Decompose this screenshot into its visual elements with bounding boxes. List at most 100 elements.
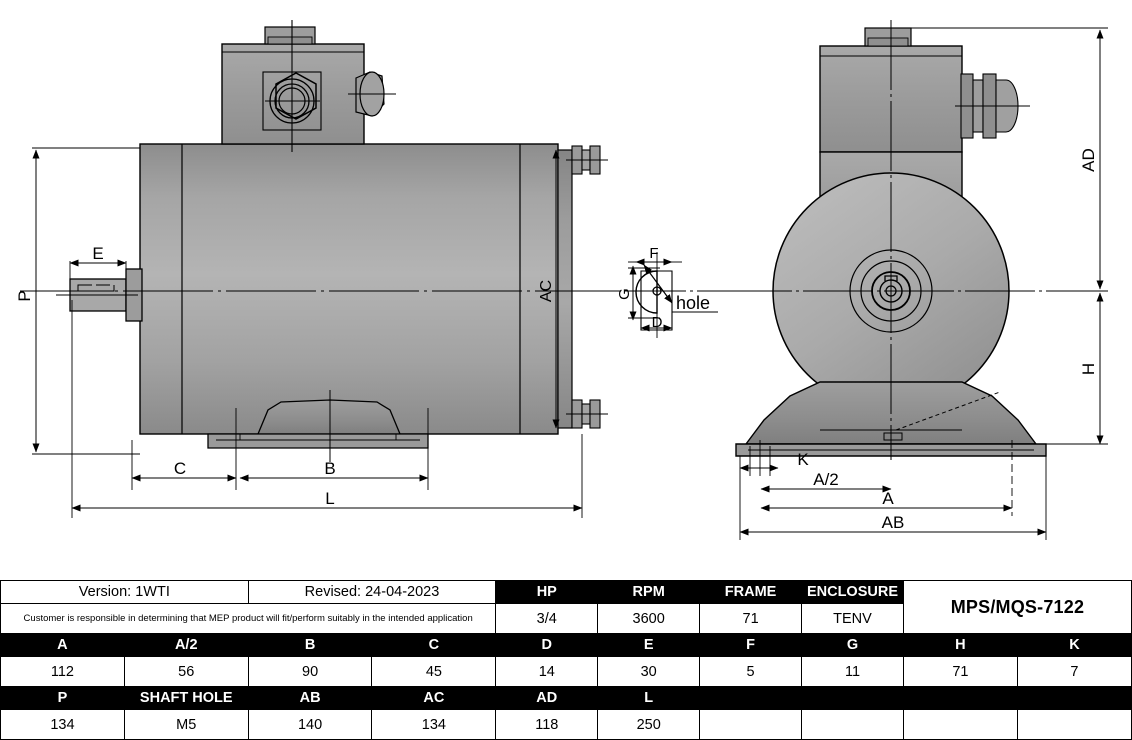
header-e: E bbox=[597, 633, 701, 658]
header-a-half: A/2 bbox=[123, 633, 249, 658]
dimension-label-A-half: A/2 bbox=[813, 470, 839, 489]
table-row-dim-headers-2: P SHAFT HOLE AB AC AD L bbox=[0, 686, 1132, 711]
value-ac: 134 bbox=[371, 709, 497, 740]
header-enclosure: ENCLOSURE bbox=[801, 579, 904, 605]
dimension-D: D bbox=[640, 314, 673, 332]
value-h: 71 bbox=[902, 656, 1018, 688]
header-ab: AB bbox=[247, 686, 373, 711]
value-g: 11 bbox=[801, 656, 904, 688]
header-c: C bbox=[371, 633, 497, 658]
header-l: L bbox=[597, 686, 701, 711]
value-d: 14 bbox=[495, 656, 599, 688]
header-f: F bbox=[699, 633, 803, 658]
dimension-AC: AC bbox=[538, 149, 560, 429]
header-b: B bbox=[247, 633, 373, 658]
header-k: K bbox=[1016, 633, 1132, 658]
value-blank-1 bbox=[699, 709, 803, 740]
dimension-L: L bbox=[71, 300, 583, 518]
value-hp: 3/4 bbox=[495, 603, 599, 635]
base-hatch bbox=[895, 391, 1001, 431]
header-h: H bbox=[902, 633, 1018, 658]
detail-shaft-circle bbox=[635, 270, 658, 314]
foot-plate bbox=[207, 433, 429, 449]
value-rpm: 3600 bbox=[597, 603, 701, 635]
model-number-cell: MPS/MQS-7122 bbox=[902, 579, 1132, 635]
dimension-P: P bbox=[15, 147, 140, 455]
dimension-label-B: B bbox=[324, 459, 335, 478]
header-blank-4 bbox=[1016, 686, 1132, 711]
value-ad: 118 bbox=[495, 709, 599, 740]
header-rpm: RPM bbox=[597, 579, 701, 605]
dimension-E: E bbox=[69, 244, 127, 285]
revised-cell: Revised: 24-04-2023 bbox=[247, 579, 497, 605]
dimension-label-G: G bbox=[616, 288, 633, 300]
dimension-label-AD: AD bbox=[1079, 148, 1098, 172]
header-blank-1 bbox=[699, 686, 803, 711]
value-c: 45 bbox=[371, 656, 497, 688]
header-p: P bbox=[0, 686, 125, 711]
dimension-B: B bbox=[239, 408, 429, 490]
technical-drawing-canvas: P E AC C B bbox=[15, 20, 1108, 540]
value-f: 5 bbox=[699, 656, 803, 688]
shaft-end-keyway-detail: F G D hole bbox=[616, 245, 760, 338]
value-blank-2 bbox=[801, 709, 904, 740]
hole-callout-label: hole bbox=[676, 293, 710, 313]
value-l: 250 bbox=[597, 709, 701, 740]
value-enclosure: TENV bbox=[801, 603, 904, 635]
dimension-label-A: A bbox=[882, 489, 894, 508]
table-row-dim-values-2: 134 M5 140 134 118 250 bbox=[0, 709, 1132, 740]
dimension-AB: AB bbox=[739, 456, 1047, 540]
dimension-label-F: F bbox=[649, 245, 658, 262]
dimension-label-E: E bbox=[92, 244, 103, 263]
header-ac: AC bbox=[371, 686, 497, 711]
header-frame: FRAME bbox=[699, 579, 803, 605]
version-cell: Version: 1WTI bbox=[0, 579, 249, 605]
disclaimer-cell: Customer is responsible in determining t… bbox=[0, 603, 497, 635]
header-blank-2 bbox=[801, 686, 904, 711]
hole-callout: hole bbox=[643, 264, 718, 313]
dimension-A-half: A/2 bbox=[760, 470, 892, 493]
dimension-label-AC: AC bbox=[538, 280, 555, 302]
front-elevation-view: AD H K A/2 A bbox=[722, 20, 1108, 540]
dimension-label-AB: AB bbox=[882, 513, 905, 532]
value-p: 134 bbox=[0, 709, 125, 740]
table-row-dim-values-1: 112 56 90 45 14 30 5 11 71 7 bbox=[0, 656, 1132, 688]
header-a: A bbox=[0, 633, 125, 658]
dimension-label-K: K bbox=[797, 450, 809, 469]
dimension-H: H bbox=[1046, 290, 1108, 445]
dimension-label-P: P bbox=[15, 290, 34, 301]
table-row-dim-headers-1: A A/2 B C D E F G H K bbox=[0, 633, 1132, 658]
specification-table: Version: 1WTI Revised: 24-04-2023 HP RPM… bbox=[0, 579, 1132, 740]
front-cable-gland bbox=[955, 73, 1030, 139]
dimension-C: C bbox=[131, 408, 237, 490]
rear-gland-bottom bbox=[566, 399, 608, 429]
terminal-box bbox=[221, 43, 365, 145]
header-shaft-hole: SHAFT HOLE bbox=[123, 686, 249, 711]
value-ab: 140 bbox=[247, 709, 373, 740]
value-b: 90 bbox=[247, 656, 373, 688]
motor-foot-center bbox=[257, 399, 401, 435]
side-elevation-view: P E AC C B bbox=[15, 20, 620, 518]
table-row-version: Version: 1WTI Revised: 24-04-2023 HP RPM… bbox=[0, 579, 1132, 635]
header-g: G bbox=[801, 633, 904, 658]
dimension-A: A bbox=[760, 440, 1013, 516]
value-blank-4 bbox=[1016, 709, 1132, 740]
motor-body bbox=[139, 143, 559, 435]
value-k: 7 bbox=[1016, 656, 1132, 688]
header-d: D bbox=[495, 633, 599, 658]
dimension-K: K bbox=[739, 440, 809, 476]
dimension-label-D: D bbox=[652, 314, 663, 331]
dimension-F: F bbox=[628, 245, 682, 266]
value-a-half: 56 bbox=[123, 656, 249, 688]
value-blank-3 bbox=[902, 709, 1018, 740]
header-hp: HP bbox=[495, 579, 599, 605]
value-frame: 71 bbox=[699, 603, 803, 635]
rear-gland-top bbox=[566, 145, 608, 175]
dimension-label-H: H bbox=[1079, 363, 1098, 375]
rear-endbell bbox=[557, 149, 573, 429]
dimension-AD: AD bbox=[908, 27, 1108, 290]
header-blank-3 bbox=[902, 686, 1018, 711]
shaft-keyway bbox=[77, 284, 115, 292]
table-row-disclaimer: Customer is responsible in determining t… bbox=[0, 603, 1132, 635]
header-ad: AD bbox=[495, 686, 599, 711]
